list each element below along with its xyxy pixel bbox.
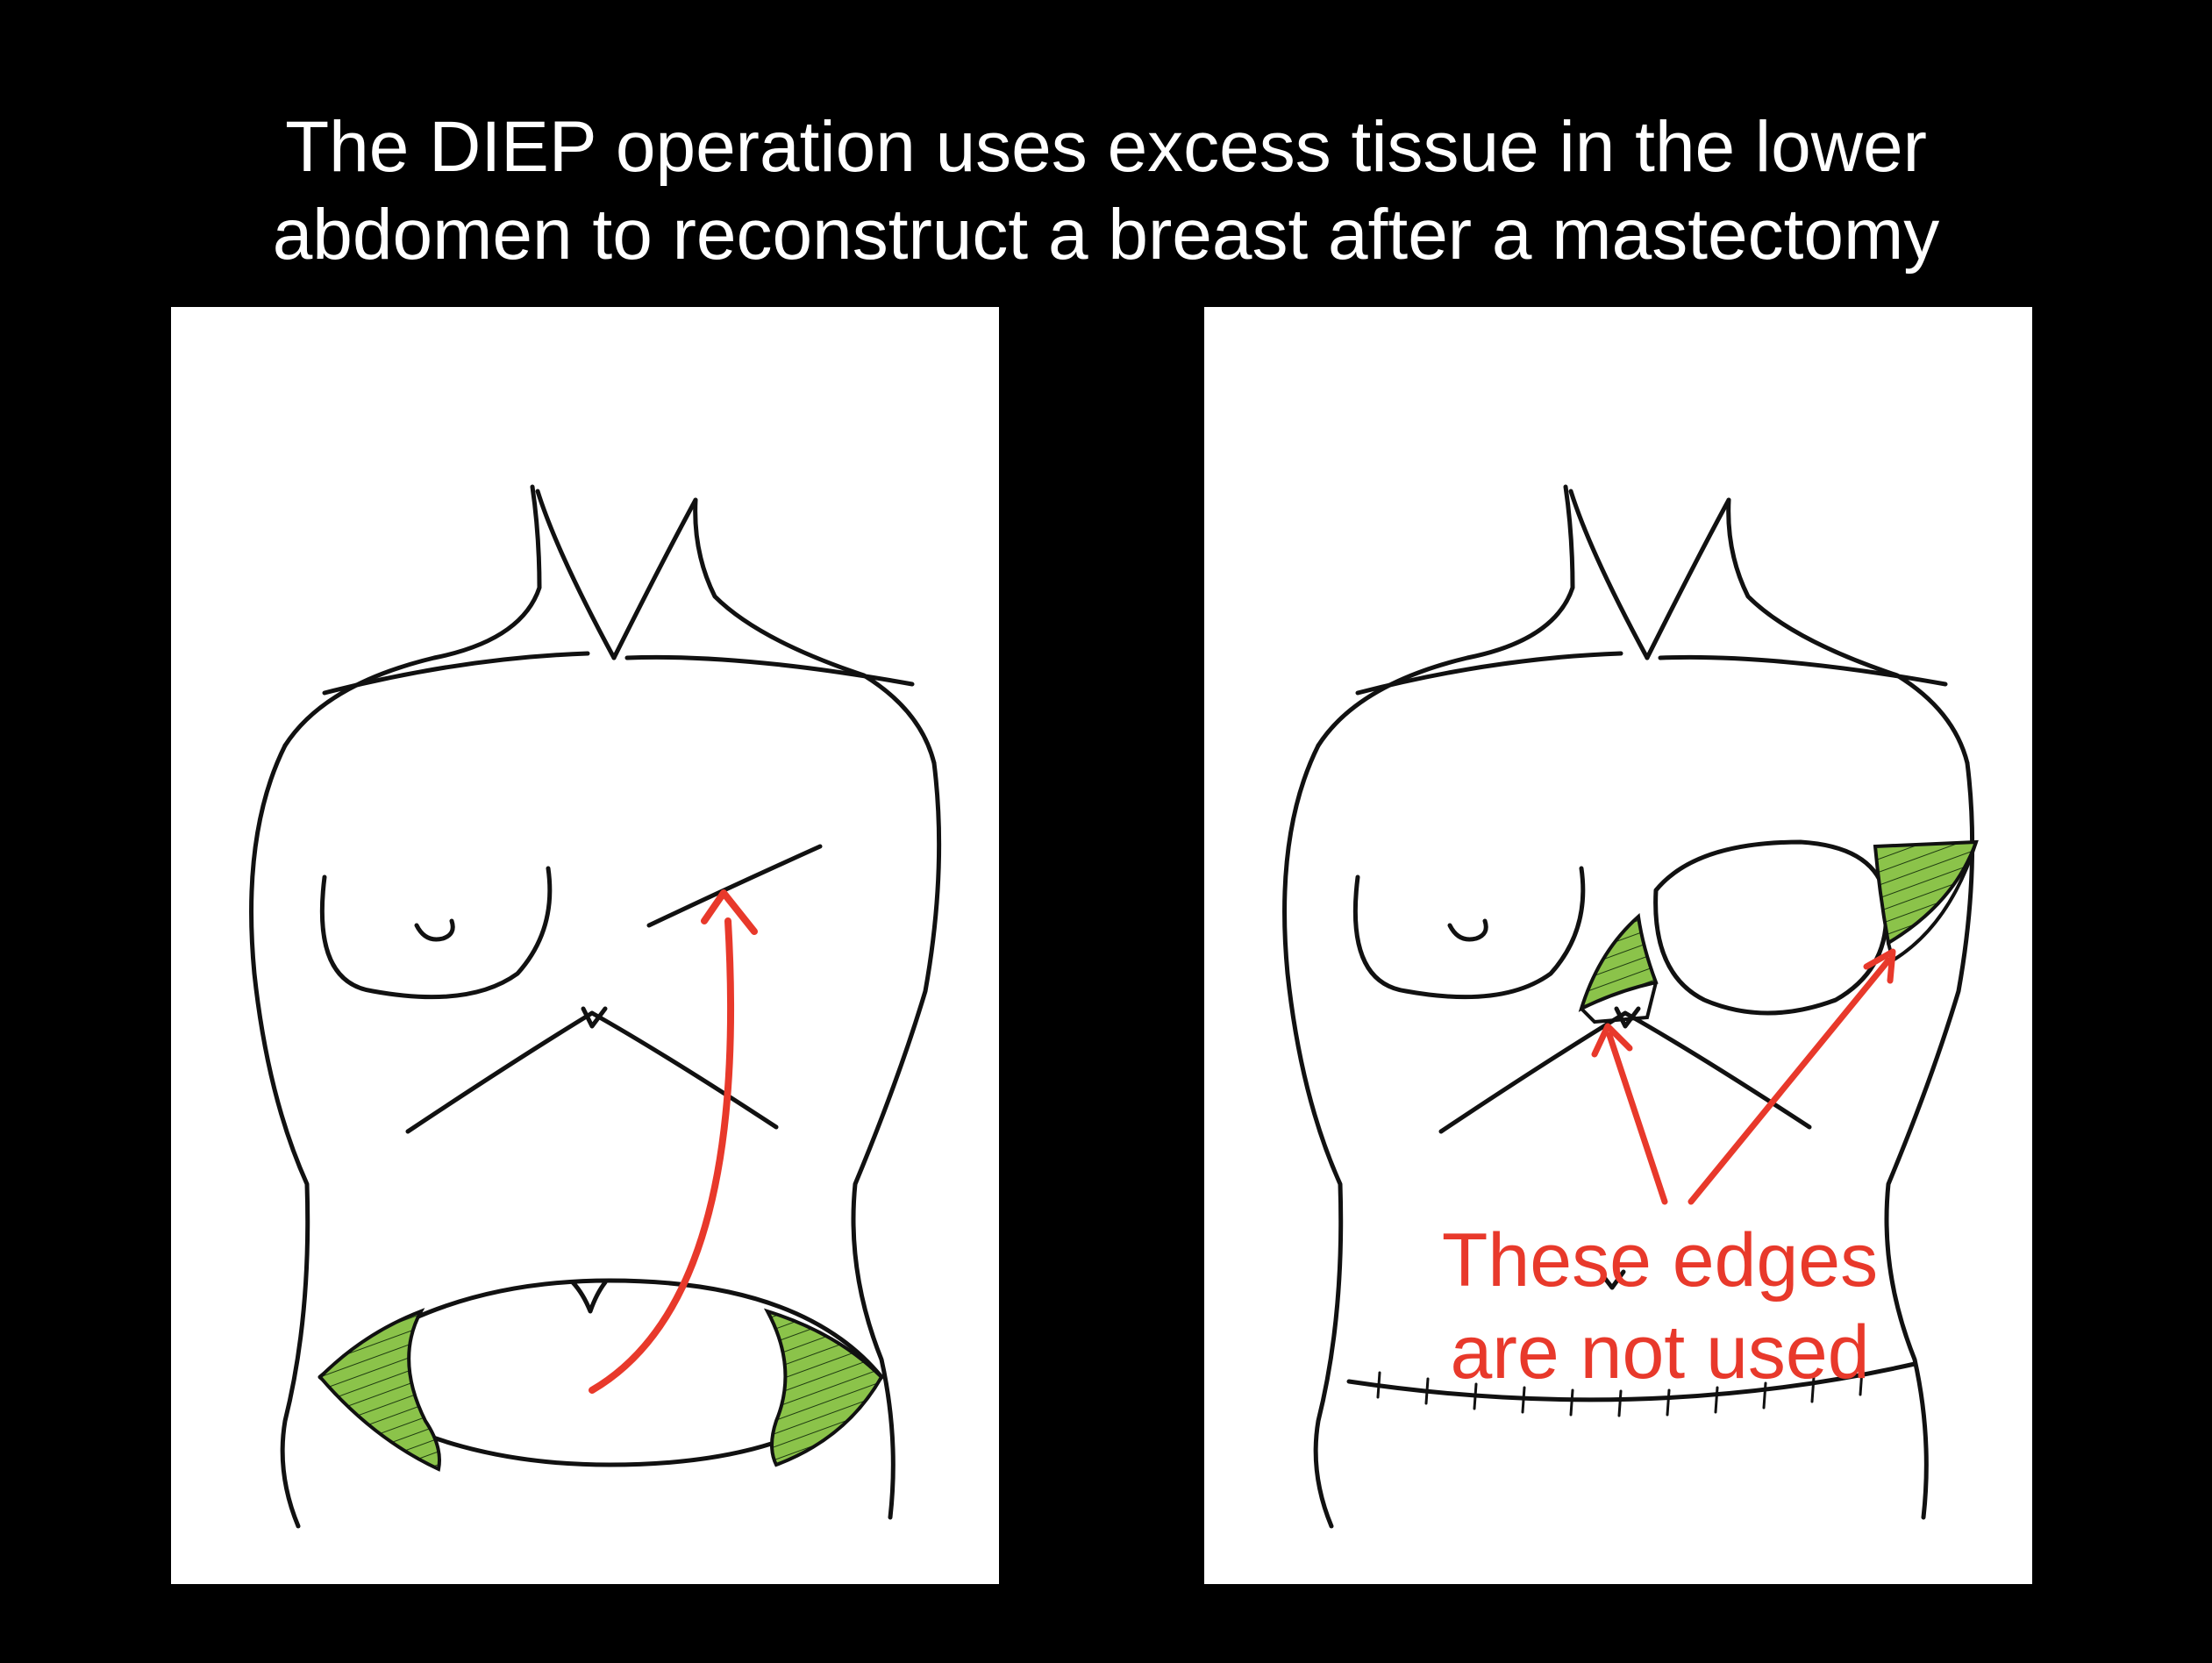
unused-edges-label: These edges are not used	[1204, 1215, 2032, 1399]
unused-edge-left-base	[1580, 981, 1658, 1024]
transfer-arrow-head	[701, 889, 758, 935]
pointer-arrow-right-head	[1863, 948, 1896, 984]
collarbone-right	[1658, 654, 1948, 687]
diagram-after-panel: These edges are not used	[1204, 307, 2032, 1584]
rib-line-left	[405, 1010, 595, 1134]
transfer-arrow	[589, 917, 735, 1394]
discarded-tissue-right	[763, 1308, 884, 1467]
torso-left-side	[249, 743, 310, 1529]
collar-v-right	[1645, 497, 1731, 660]
collar-v-right	[611, 497, 698, 660]
collar-v-left	[535, 489, 617, 660]
navel-scar	[1601, 1269, 1626, 1290]
discarded-tissue-left	[318, 1308, 441, 1472]
torso-right-side	[1884, 760, 1975, 1520]
pointer-arrow-right	[1688, 957, 1892, 1205]
annotation-line-2: are not used	[1450, 1310, 1870, 1395]
torso-right-side	[851, 760, 942, 1520]
breast-outline	[319, 866, 553, 1000]
nipple	[414, 918, 455, 942]
collarbone-left	[1355, 651, 1623, 696]
title-line-1: The DIEP operation uses excess tissue in…	[285, 107, 1927, 187]
collarbone-right	[624, 654, 915, 687]
collarbone-left	[322, 651, 590, 696]
diagram-before-panel	[171, 307, 999, 1584]
nipple	[1447, 918, 1488, 942]
torso-left-side	[1282, 743, 1344, 1529]
torso-after-drawing	[1282, 484, 1979, 1529]
neck-left	[1316, 484, 1575, 748]
pointer-arrow-left	[1606, 1031, 1668, 1205]
abdominal-scar	[1346, 1361, 1917, 1402]
neck-right	[1726, 497, 1970, 766]
neck-right	[693, 497, 937, 766]
title-line-2: abdomen to reconstruct a breast after a …	[272, 195, 1940, 275]
torso-before-drawing	[249, 484, 942, 1529]
neck-left	[282, 484, 542, 748]
slide-title: The DIEP operation uses excess tissue in…	[0, 103, 2212, 279]
mastectomy-scar	[646, 844, 823, 928]
sternum-notch	[1614, 1006, 1641, 1029]
rib-line-left	[1438, 1010, 1628, 1134]
breast-outline	[1352, 866, 1586, 1000]
collar-v-left	[1568, 489, 1650, 660]
unused-edge-left	[1578, 913, 1659, 1012]
unused-edge-right-base	[1887, 841, 1978, 964]
navel	[570, 1280, 608, 1314]
rib-line-right	[1623, 1010, 1812, 1130]
annotation-line-1: These edges	[1441, 1218, 1879, 1303]
pointer-arrow-left-head	[1591, 1023, 1633, 1058]
sternum-notch	[581, 1006, 608, 1029]
scar-stitches	[1376, 1368, 1864, 1417]
rib-line-right	[589, 1010, 779, 1130]
reconstructed-breast	[1653, 839, 1889, 1016]
unused-edge-right	[1873, 839, 1979, 946]
